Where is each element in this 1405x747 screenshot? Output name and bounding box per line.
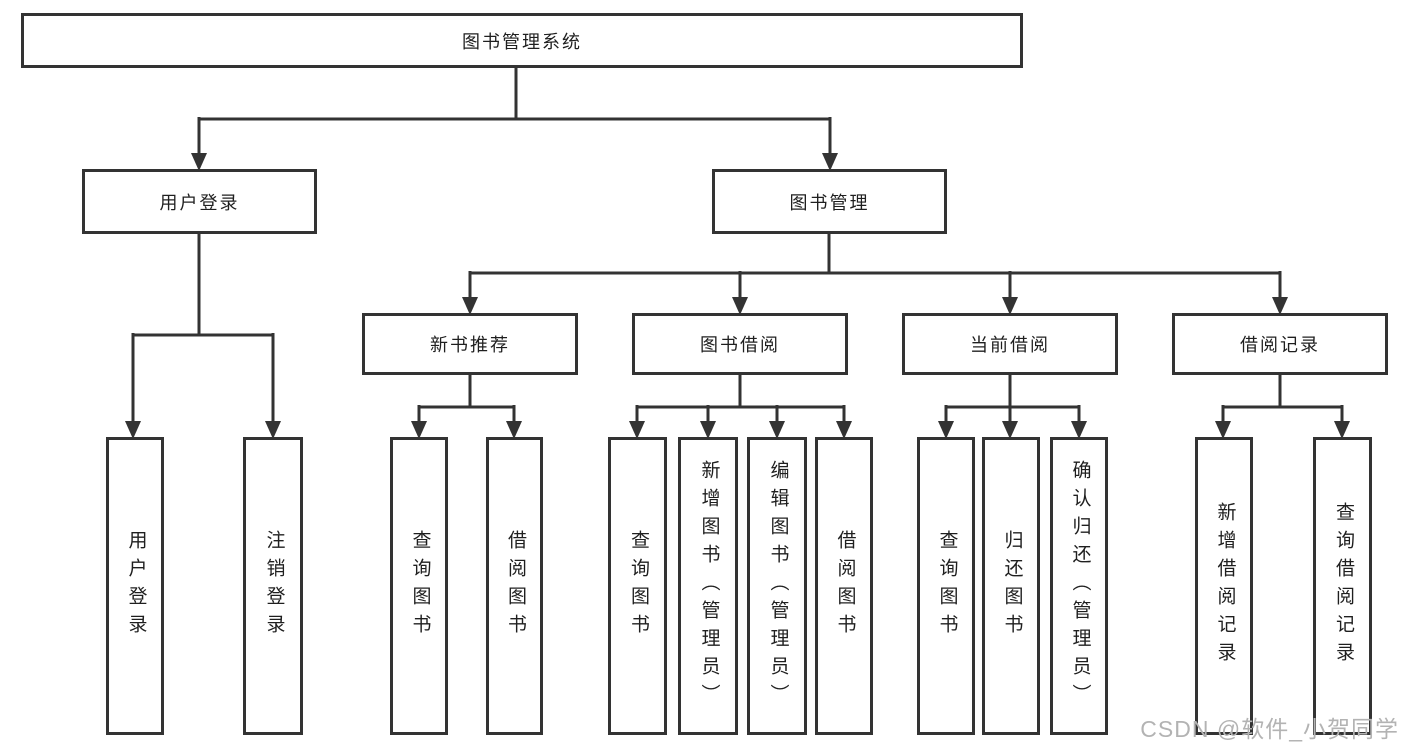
watermark: CSDN @软件_小贺同学 xyxy=(1140,716,1399,742)
leaf-newbooks-borrow-books: 借阅图书 xyxy=(486,437,543,735)
node-new-books: 新书推荐 xyxy=(362,313,578,375)
arrowhead-icon xyxy=(125,421,141,439)
arrowhead-icon xyxy=(1071,421,1087,439)
leaf-current-confirm-return-admin: 确认归还（管理员） xyxy=(1050,437,1108,735)
leaf-current-return-books: 归还图书 xyxy=(982,437,1040,735)
arrowhead-icon xyxy=(1002,421,1018,439)
node-user-login-label: 用户登录 xyxy=(159,192,240,213)
arrowhead-icon xyxy=(462,297,478,315)
arrowhead-icon xyxy=(1215,421,1231,439)
arrowhead-icon xyxy=(732,297,748,315)
leaf-label: 借阅图书 xyxy=(834,530,856,642)
node-book-mgmt-label: 图书管理 xyxy=(789,192,870,213)
connector-new-books-to-leaves xyxy=(417,373,516,423)
arrowhead-icon xyxy=(938,421,954,439)
leaf-label: 新增图书（管理员） xyxy=(698,460,720,712)
leaf-label: 归还图书 xyxy=(1001,530,1023,642)
leaf-current-query-books: 查询图书 xyxy=(917,437,975,735)
node-borrow-records: 借阅记录 xyxy=(1172,313,1388,375)
arrowhead-icon xyxy=(836,421,852,439)
arrowhead-icon xyxy=(629,421,645,439)
leaf-borrow-query-books: 查询图书 xyxy=(608,437,667,735)
leaf-label: 查询图书 xyxy=(409,530,431,642)
arrowhead-icon xyxy=(265,421,281,439)
leaf-label: 借阅图书 xyxy=(504,530,526,642)
node-book-borrow-label: 图书借阅 xyxy=(700,335,780,355)
arrowhead-icon xyxy=(191,153,207,171)
leaf-records-query-record: 查询借阅记录 xyxy=(1313,437,1372,735)
arrowhead-icons xyxy=(125,153,1350,439)
leaf-label: 查询借阅记录 xyxy=(1332,502,1354,670)
connector-root-to-level2 xyxy=(197,66,832,155)
leaf-label: 查询图书 xyxy=(936,530,958,642)
connector-book-mgmt-to-level3 xyxy=(468,231,1282,299)
arrowhead-icon xyxy=(1334,421,1350,439)
arrowhead-icon xyxy=(822,153,838,171)
node-user-login: 用户登录 xyxy=(82,169,317,234)
node-root: 图书管理系统 xyxy=(21,13,1023,68)
leaf-user-login: 用户登录 xyxy=(106,437,164,735)
leaf-label: 新增借阅记录 xyxy=(1214,502,1236,670)
node-current-borrow-label: 当前借阅 xyxy=(970,335,1050,355)
connector-user-login-to-leaves xyxy=(131,232,275,423)
node-root-label: 图书管理系统 xyxy=(462,31,582,52)
node-current-borrow: 当前借阅 xyxy=(902,313,1118,375)
connector-borrow-records-to-leaves xyxy=(1221,373,1344,423)
leaf-borrow-borrow-books: 借阅图书 xyxy=(815,437,873,735)
node-book-borrow: 图书借阅 xyxy=(632,313,848,375)
leaf-logout-label: 注销登录 xyxy=(263,530,285,642)
leaf-newbooks-query-books: 查询图书 xyxy=(390,437,448,735)
leaf-records-add-record: 新增借阅记录 xyxy=(1195,437,1253,735)
leaf-user-login-label: 用户登录 xyxy=(125,530,147,642)
leaf-label: 查询图书 xyxy=(627,530,649,642)
leaf-label: 确认归还（管理员） xyxy=(1069,460,1091,712)
arrowhead-icon xyxy=(506,421,522,439)
node-book-mgmt: 图书管理 xyxy=(712,169,947,234)
leaf-label: 编辑图书（管理员） xyxy=(767,460,789,712)
connector-book-borrow-to-leaves xyxy=(635,373,846,423)
arrowhead-icon xyxy=(700,421,716,439)
leaf-borrow-add-books-admin: 新增图书（管理员） xyxy=(678,437,738,735)
leaf-borrow-edit-books-admin: 编辑图书（管理员） xyxy=(747,437,807,735)
leaf-logout: 注销登录 xyxy=(243,437,303,735)
connector-current-borrow-to-leaves xyxy=(944,373,1081,423)
arrowhead-icon xyxy=(1272,297,1288,315)
node-borrow-records-label: 借阅记录 xyxy=(1240,335,1320,355)
arrowhead-icon xyxy=(769,421,785,439)
arrowhead-icon xyxy=(411,421,427,439)
arrowhead-icon xyxy=(1002,297,1018,315)
node-new-books-label: 新书推荐 xyxy=(430,335,510,355)
